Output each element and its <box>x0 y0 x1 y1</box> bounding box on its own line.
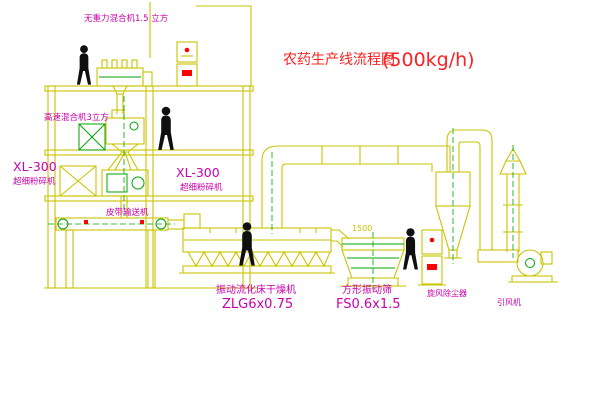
label-belt-conveyor: 皮带输送机 <box>106 207 149 218</box>
label-sieve-model: FS0.6x1.5 <box>336 297 401 312</box>
label-cyclone: 旋风除尘器 <box>427 288 467 298</box>
label-high-speed-mixer: 高速混合机3立方 <box>44 112 109 123</box>
control-cabinet-lower <box>418 229 446 286</box>
label-fan: 引风机 <box>497 297 521 307</box>
worker-figure <box>76 45 92 85</box>
worker-figure <box>403 228 418 270</box>
belt-conveyor <box>48 217 185 289</box>
cyclone-outlet-pipe <box>446 129 519 263</box>
label-sieve-name: 方形振动筛 <box>342 283 392 296</box>
indicator-light <box>429 237 435 243</box>
pulverizer-mill <box>101 169 149 218</box>
building-frame <box>44 2 258 289</box>
storage-bin <box>59 165 97 197</box>
indicator-panel <box>182 70 192 76</box>
worker-figure <box>239 222 255 266</box>
indicator-panel <box>427 264 437 270</box>
paddle-mixer <box>96 59 153 114</box>
high-speed-mixer <box>78 109 145 171</box>
fluid-bed-dryer <box>179 213 350 274</box>
diagram-title-capacity: (500kg/h) <box>382 49 475 71</box>
dimension-sieve: 1500 <box>352 224 372 233</box>
indicator-light <box>184 47 190 53</box>
induced-draft-fan <box>508 249 558 283</box>
label-dryer-model: ZLG6x0.75 <box>222 297 293 312</box>
exhaust-stack <box>499 145 527 258</box>
label-mill-left-name: 超细粉碎机 <box>13 176 56 187</box>
label-mill-right-name: 超细粉碎机 <box>180 182 223 193</box>
diagram-title: 农药生产线流程图 <box>283 52 395 68</box>
worker-figure <box>158 106 174 150</box>
label-dryer-name: 振动流化床干燥机 <box>216 283 296 296</box>
cyclone-separator <box>435 128 471 264</box>
control-cabinet-upper <box>176 41 198 87</box>
exhaust-duct <box>261 145 451 234</box>
label-top-mixer: 无重力混合机1.5 立方 <box>84 13 168 24</box>
label-mill-left-model: XL-300 <box>13 159 57 174</box>
vibrating-sieve <box>340 232 406 290</box>
label-mill-right-model: XL-300 <box>176 165 220 180</box>
